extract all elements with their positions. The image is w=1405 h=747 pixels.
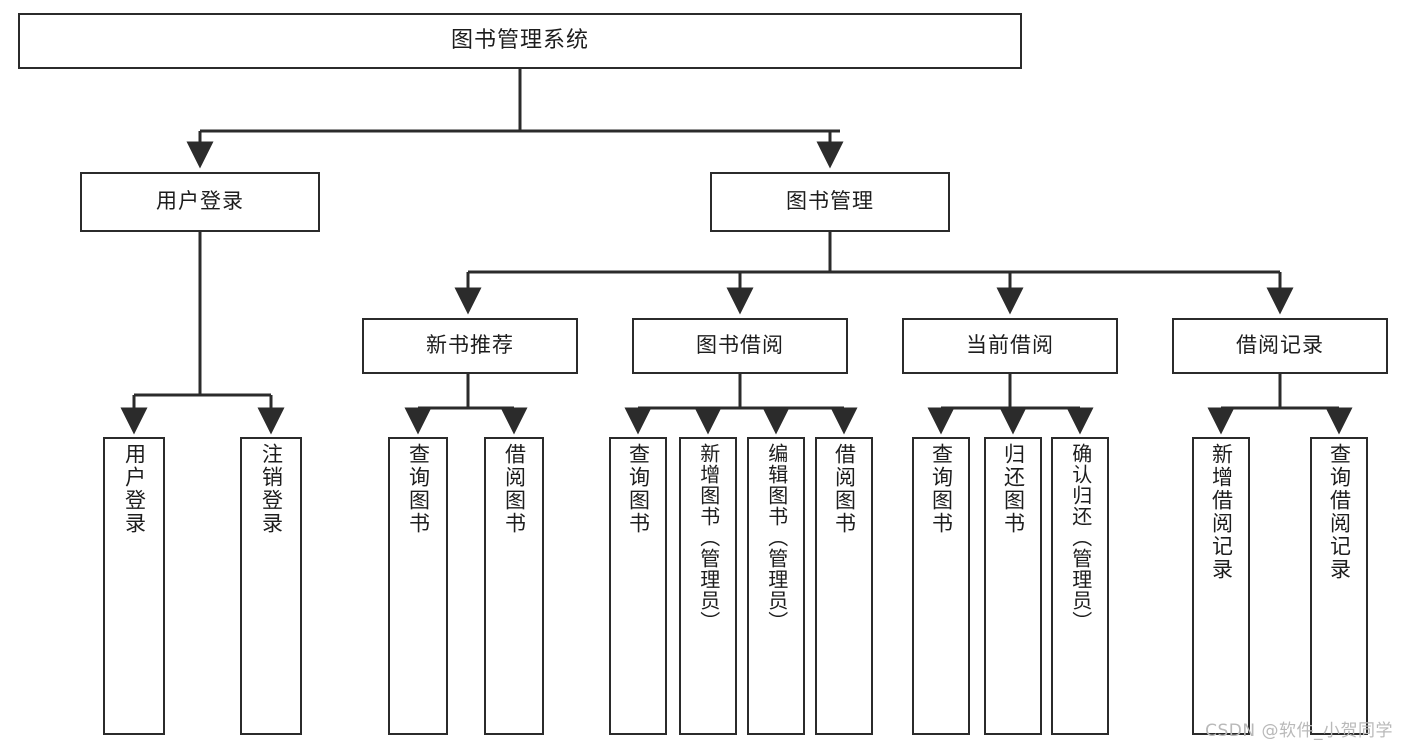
node-borrow-records[interactable]: 借阅记录 — [1172, 318, 1388, 374]
node-current-borrow[interactable]: 当前借阅 — [902, 318, 1118, 374]
leaf-query-book-borrow[interactable]: 查询图书 — [609, 437, 667, 735]
node-label: 查询图书 — [406, 443, 431, 535]
node-root-system[interactable]: 图书管理系统 — [18, 13, 1022, 69]
node-label: 当前借阅 — [966, 333, 1054, 358]
node-user-login[interactable]: 用户登录 — [80, 172, 320, 232]
node-label: 借阅图书 — [832, 443, 857, 535]
node-label: 图书借阅 — [696, 333, 784, 358]
node-label: 借阅图书 — [502, 443, 527, 535]
leaf-confirm-return-admin[interactable]: 确认归还（管理员） — [1051, 437, 1109, 735]
leaf-edit-book-admin[interactable]: 编辑图书（管理员） — [747, 437, 805, 735]
node-label: 编辑图书（管理员） — [764, 443, 789, 632]
node-label: 用户登录 — [122, 443, 147, 535]
leaf-query-book-current[interactable]: 查询图书 — [912, 437, 970, 735]
node-label: 查询借阅记录 — [1327, 443, 1352, 581]
leaf-return-book[interactable]: 归还图书 — [984, 437, 1042, 735]
node-book-borrow[interactable]: 图书借阅 — [632, 318, 848, 374]
node-label: 新增图书（管理员） — [696, 443, 721, 632]
leaf-logout[interactable]: 注销登录 — [240, 437, 302, 735]
leaf-borrow-book-recommend[interactable]: 借阅图书 — [484, 437, 544, 735]
node-label: 查询图书 — [626, 443, 651, 535]
node-label: 图书管理 — [786, 189, 874, 214]
leaf-borrow-book[interactable]: 借阅图书 — [815, 437, 873, 735]
watermark: CSDN @软件_小贺同学 — [1205, 721, 1393, 741]
node-label: 新增借阅记录 — [1209, 443, 1234, 581]
node-label: 新书推荐 — [426, 333, 514, 358]
leaf-query-borrow-record[interactable]: 查询借阅记录 — [1310, 437, 1368, 735]
leaf-query-book-recommend[interactable]: 查询图书 — [388, 437, 448, 735]
node-label: 查询图书 — [929, 443, 954, 535]
leaf-add-book-admin[interactable]: 新增图书（管理员） — [679, 437, 737, 735]
node-label: 用户登录 — [156, 189, 244, 214]
leaf-add-borrow-record[interactable]: 新增借阅记录 — [1192, 437, 1250, 735]
node-book-management[interactable]: 图书管理 — [710, 172, 950, 232]
node-label: 归还图书 — [1001, 443, 1026, 535]
node-label: 借阅记录 — [1236, 333, 1324, 358]
node-new-book-recommend[interactable]: 新书推荐 — [362, 318, 578, 374]
node-label: 注销登录 — [259, 443, 284, 535]
node-label: 图书管理系统 — [450, 27, 589, 53]
leaf-user-login[interactable]: 用户登录 — [103, 437, 165, 735]
node-label: 确认归还（管理员） — [1068, 443, 1093, 632]
